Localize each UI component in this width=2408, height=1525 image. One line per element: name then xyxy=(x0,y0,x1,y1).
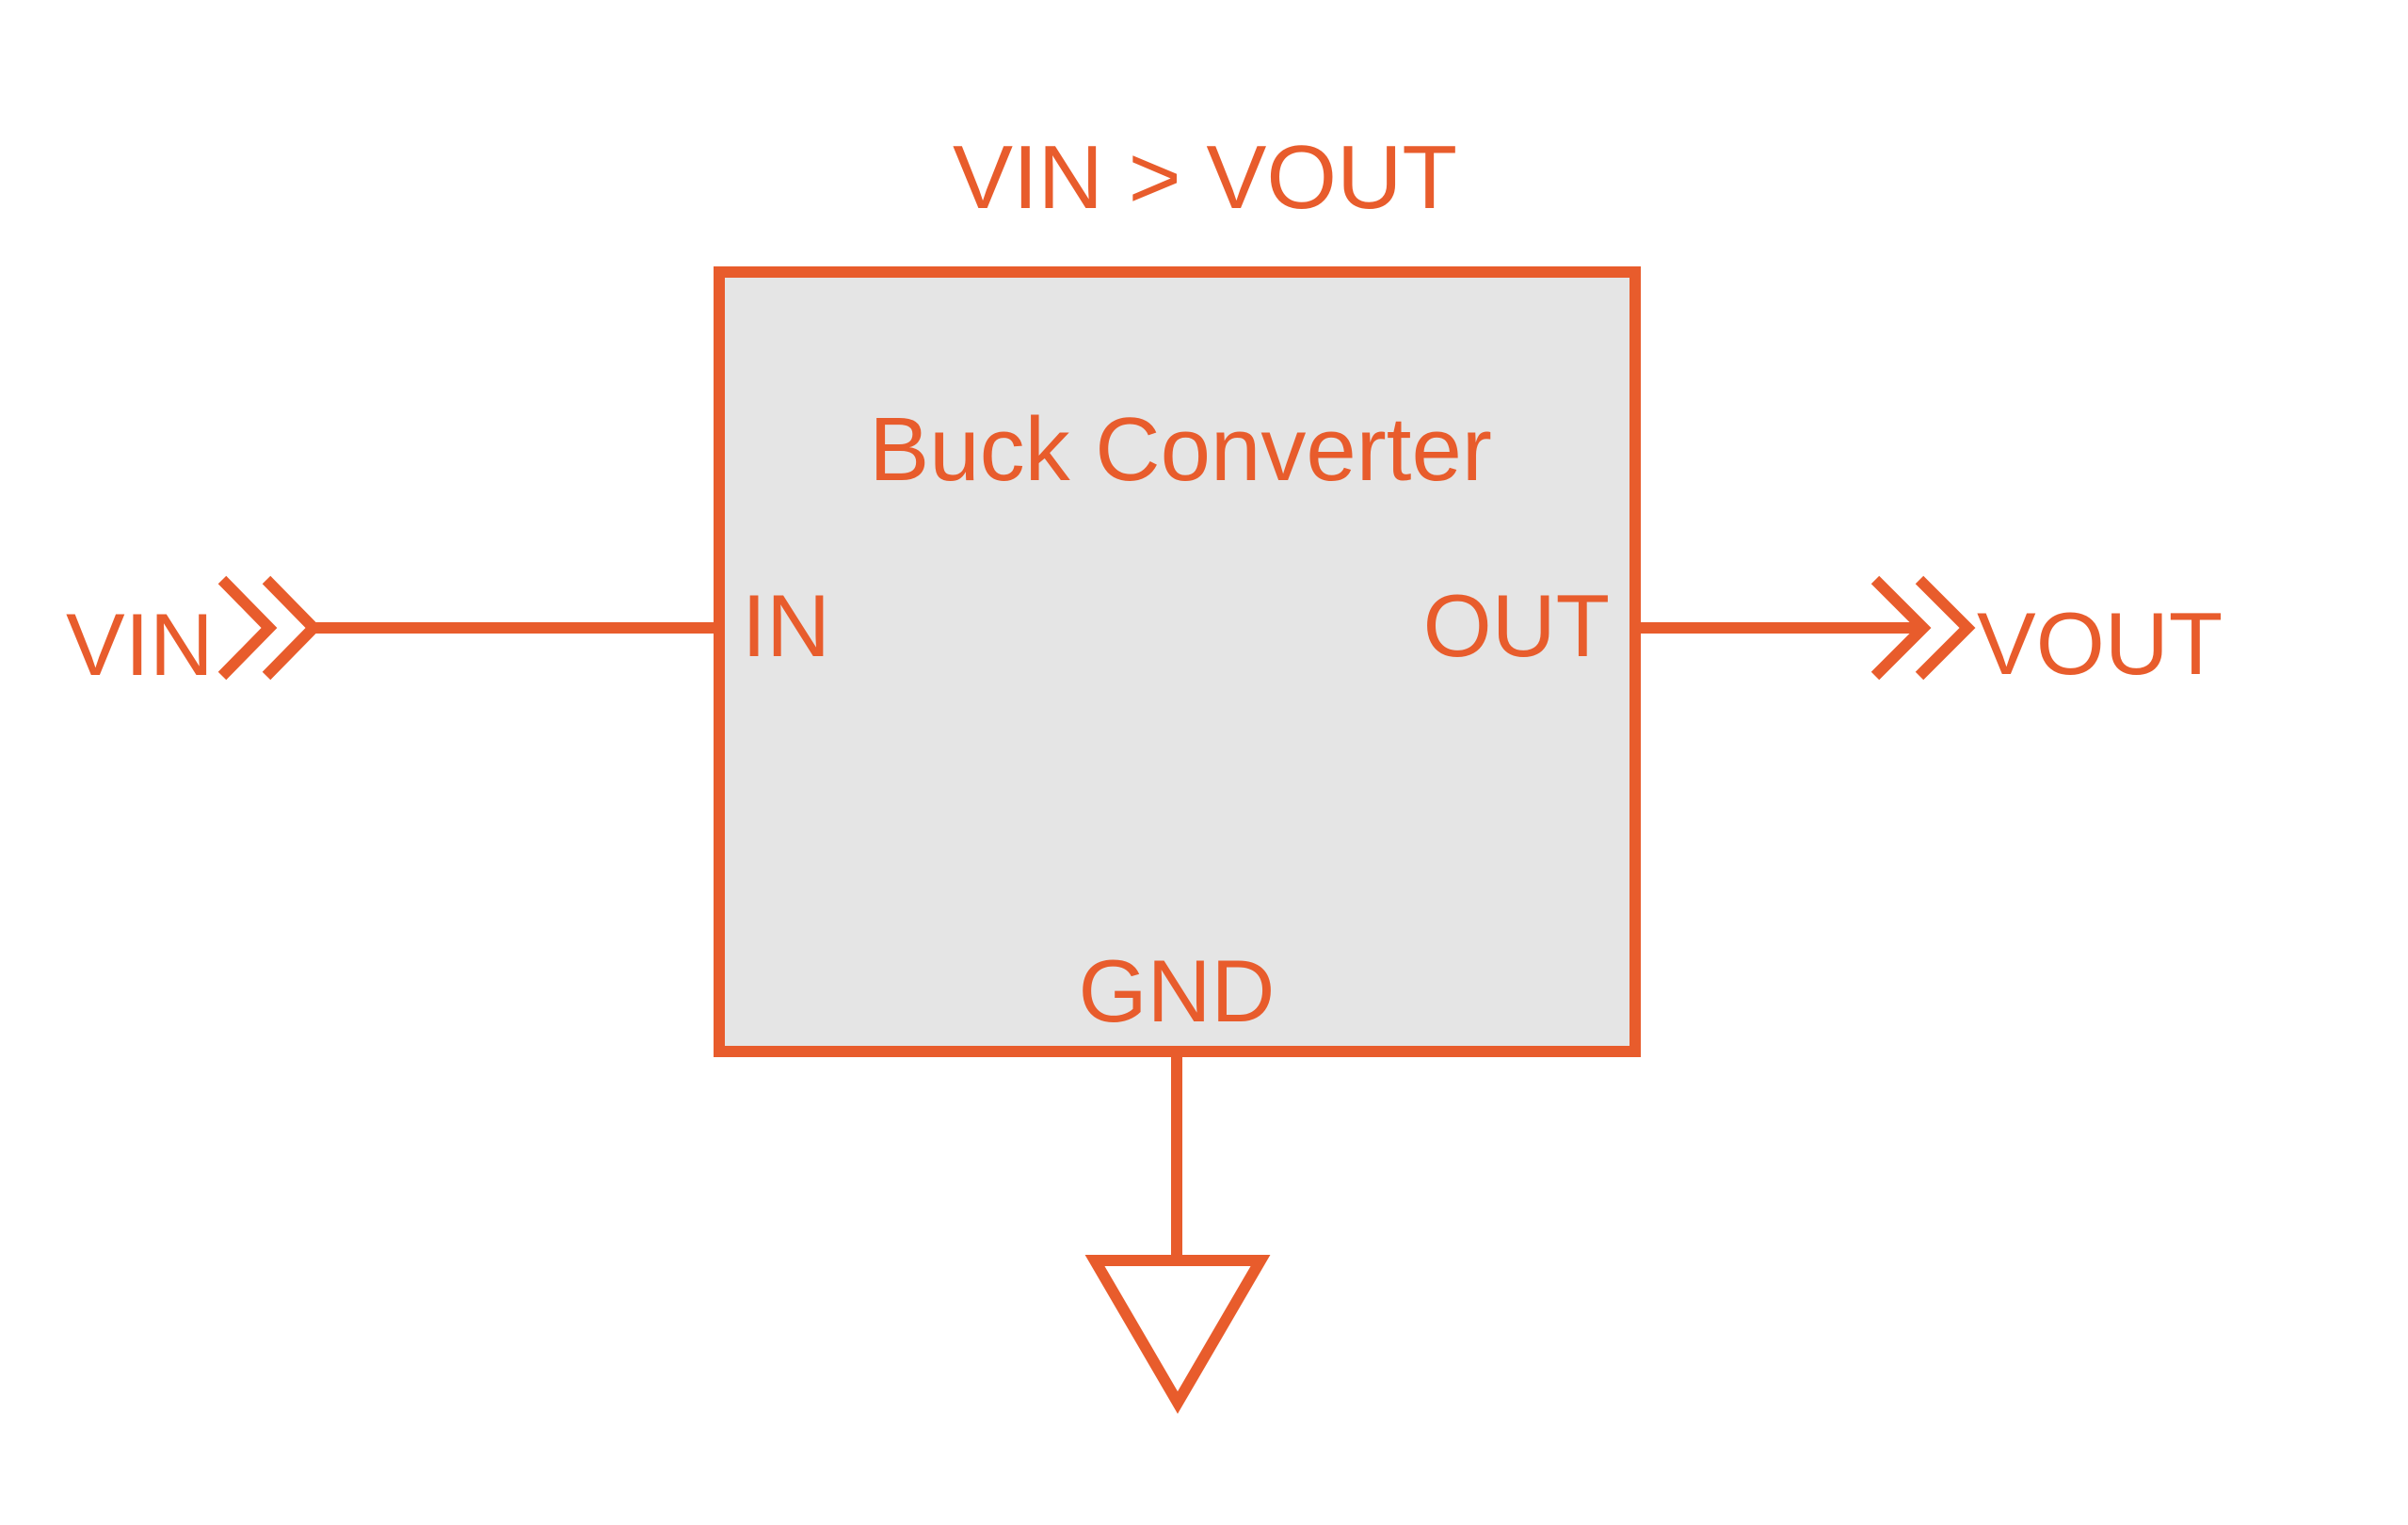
condition-label: VIN > VOUT xyxy=(953,127,1457,228)
pin-out-label: OUT xyxy=(1423,576,1610,675)
buck-converter-block[interactable] xyxy=(714,266,1641,1057)
input-chevron-1 xyxy=(217,575,278,681)
pin-gnd-label: GND xyxy=(1079,941,1276,1040)
output-connector-icon xyxy=(1870,575,1976,681)
input-connector-icon xyxy=(217,575,322,681)
vin-net-label: VIN xyxy=(66,595,214,694)
ground-icon xyxy=(1084,1255,1271,1414)
output-chevron-1 xyxy=(1870,575,1932,681)
pin-in-label: IN xyxy=(742,576,830,675)
vout-net-label: VOUT xyxy=(1977,594,2223,693)
output-chevron-2 xyxy=(1915,575,1976,681)
block-name-label: Buck Converter xyxy=(869,399,1492,500)
